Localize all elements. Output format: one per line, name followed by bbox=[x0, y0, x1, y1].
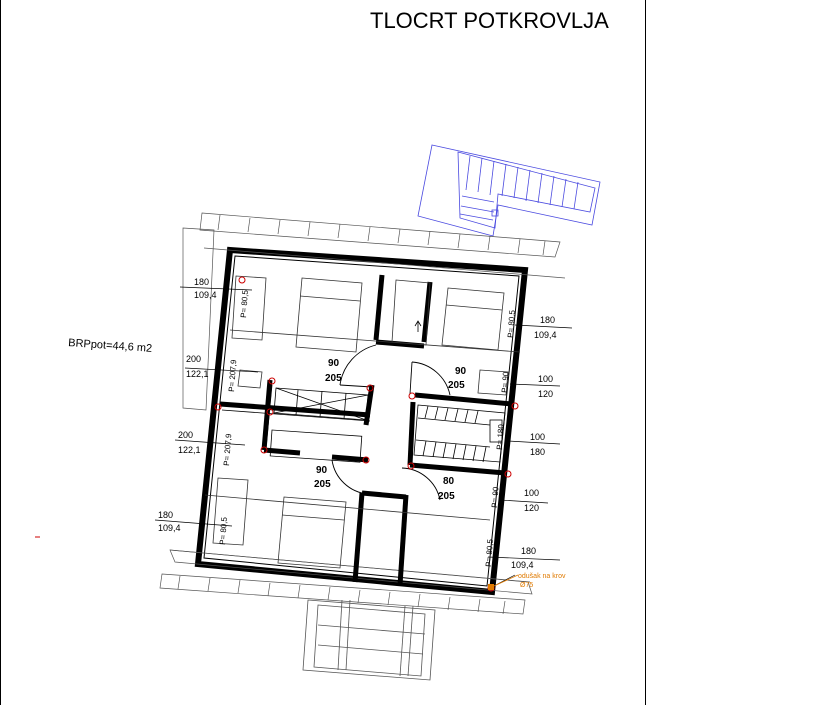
room-area-4: P= 80,5 bbox=[218, 516, 229, 545]
room-area-9: P= 180 bbox=[495, 423, 506, 450]
drawing-title: TLOCRT POTKROVLJA bbox=[370, 8, 609, 33]
door-4-height: 205 bbox=[438, 491, 455, 502]
door-1-width: 90 bbox=[328, 358, 340, 369]
door-2-height: 205 bbox=[448, 380, 465, 391]
bed-right bbox=[441, 287, 505, 351]
dim-left-top-b: 109,4 bbox=[194, 290, 217, 300]
dim-right-mid2-a: 100 bbox=[530, 432, 545, 442]
room-area-5: P= 80,5 bbox=[506, 309, 517, 338]
dim-left-mid2-b: 122,1 bbox=[178, 445, 201, 455]
dim-right-mid1-b: 120 bbox=[538, 389, 553, 399]
door-swings bbox=[331, 344, 451, 501]
door-1-height: 205 bbox=[325, 373, 342, 384]
column-markers bbox=[214, 276, 519, 592]
roof-overhang bbox=[159, 212, 566, 615]
door-3-height: 205 bbox=[314, 479, 331, 490]
bed-bottom bbox=[277, 496, 347, 569]
right-border-line bbox=[645, 0, 646, 705]
dim-left-mid2-a: 200 bbox=[178, 430, 193, 440]
dim-right-mid3-b: 120 bbox=[524, 503, 539, 513]
dim-left-mid1-b: 122,1 bbox=[186, 369, 209, 379]
room-area-6: P= 90 bbox=[500, 371, 510, 393]
outer-walls bbox=[194, 246, 529, 596]
vent-note-line1: odušak na krov bbox=[518, 573, 566, 580]
blue-stair-sketch bbox=[417, 144, 601, 237]
left-border-line bbox=[0, 0, 1, 705]
vent-note-line2: Ø75 bbox=[520, 582, 533, 589]
room-area-8: P= 80,5 bbox=[484, 538, 495, 567]
area-label: BRPpot=44,6 m2 bbox=[68, 337, 153, 355]
room-area-3: P= 207,9 bbox=[222, 433, 233, 466]
cabinet-2 bbox=[212, 477, 249, 546]
interior-walls bbox=[219, 274, 513, 586]
cabinet-3 bbox=[477, 369, 509, 396]
dim-right-bottom-b: 109,4 bbox=[511, 560, 534, 570]
entrance-steps bbox=[302, 599, 436, 681]
dim-left-mid1-a: 200 bbox=[186, 354, 201, 364]
bed-top bbox=[295, 277, 363, 353]
door-4-width: 80 bbox=[443, 476, 455, 487]
vent-marker bbox=[488, 584, 494, 590]
direction-arrow bbox=[414, 320, 422, 332]
interior-stair bbox=[413, 404, 506, 463]
dim-left-top-a: 180 bbox=[194, 277, 209, 287]
door-3-width: 90 bbox=[316, 465, 328, 476]
dim-right-mid3-a: 100 bbox=[524, 488, 539, 498]
dimension-leaders bbox=[154, 286, 573, 589]
room-area-7: P= 90 bbox=[490, 486, 500, 508]
interior-details bbox=[221, 384, 371, 463]
door-2-width: 90 bbox=[455, 366, 467, 377]
furniture bbox=[204, 275, 521, 569]
dim-left-bottom-a: 180 bbox=[158, 510, 173, 520]
room-area-1: P= 80,5 bbox=[239, 289, 250, 318]
dim-right-top-a: 180 bbox=[540, 315, 555, 325]
room-area-2: P= 207,9 bbox=[227, 359, 238, 392]
dim-right-mid2-b: 180 bbox=[530, 447, 545, 457]
dim-right-mid1-a: 100 bbox=[538, 374, 553, 384]
cabinet-1 bbox=[231, 275, 267, 341]
dim-right-top-b: 109,4 bbox=[534, 330, 557, 340]
dim-right-bottom-a: 180 bbox=[521, 546, 536, 556]
dim-left-bottom-b: 109,4 bbox=[158, 523, 181, 533]
